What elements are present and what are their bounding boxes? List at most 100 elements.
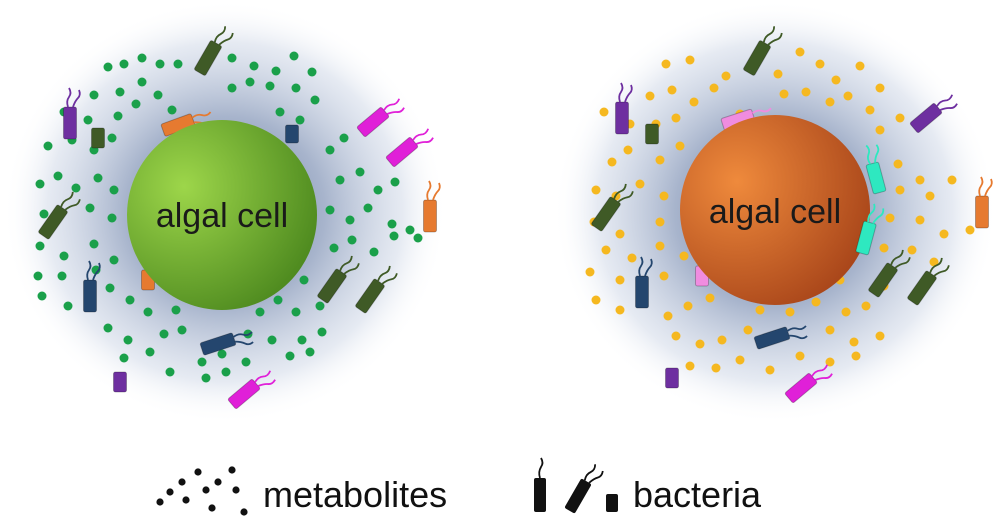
metabolite-dot xyxy=(339,133,349,143)
bacterium xyxy=(909,94,958,133)
metabolite-dot xyxy=(347,235,357,245)
right-bacteria-attached xyxy=(855,144,887,256)
bacterium xyxy=(615,82,633,135)
bacterium-icon-short xyxy=(606,494,618,512)
metabolite-dot xyxy=(661,59,671,69)
left-panel: algal cell xyxy=(3,0,447,424)
bacterium xyxy=(385,128,434,167)
bacterium xyxy=(591,183,634,232)
metabolite-dot xyxy=(271,66,281,76)
metabolite-dot xyxy=(947,175,957,185)
metabolite-dot xyxy=(735,355,745,365)
metabolite-dot xyxy=(275,107,285,117)
metabolite-dot xyxy=(91,265,101,275)
metabolite-dot xyxy=(585,267,595,277)
metabolite-dot xyxy=(895,113,905,123)
metabolite-dot xyxy=(363,203,373,213)
metabolite-dot xyxy=(779,89,789,99)
metabolite-dot xyxy=(369,247,379,257)
bacterium-icon-rod xyxy=(534,478,546,512)
metabolite-dot xyxy=(299,275,309,285)
metabolite-dot xyxy=(325,145,335,155)
metabolites-legend-label: metabolites xyxy=(263,474,447,515)
bacterium xyxy=(285,124,299,144)
metabolite-dot xyxy=(35,179,45,189)
metabolite-dot xyxy=(310,95,320,105)
metabolite-dot xyxy=(655,241,665,251)
metabolite-dot xyxy=(695,339,705,349)
metabolite-dot xyxy=(855,61,865,71)
metabolite-dot xyxy=(165,367,175,377)
bacterium xyxy=(317,255,360,304)
metabolite-dot xyxy=(939,229,949,239)
metabolite-dot xyxy=(601,245,611,255)
metabolite-dot xyxy=(907,245,917,255)
metabolite-dot xyxy=(689,97,699,107)
metabolite-dot xyxy=(89,239,99,249)
metabolite-dot xyxy=(801,87,811,97)
flagellum-icon xyxy=(538,457,544,479)
metabolite-dot xyxy=(39,209,49,219)
metabolite-dot xyxy=(879,243,889,253)
bacterium xyxy=(855,203,885,256)
metabolite-dot xyxy=(307,67,317,77)
metabolite-dot xyxy=(655,155,665,165)
metabolite-dot xyxy=(615,275,625,285)
metabolite-dot xyxy=(93,173,103,183)
metabolite-dot xyxy=(57,271,67,281)
metabolite-dot xyxy=(43,141,53,151)
metabolite-dot xyxy=(679,251,689,261)
right-algal-cell xyxy=(680,115,870,305)
metabolite-dot xyxy=(709,83,719,93)
metabolite-dot xyxy=(214,478,222,486)
metabolite-dot xyxy=(123,335,133,345)
metabolite-dot xyxy=(240,508,248,516)
metabolite-dot xyxy=(405,225,415,235)
metabolite-dot xyxy=(683,301,693,311)
metabolite-dot xyxy=(208,504,216,512)
metabolite-dot xyxy=(202,486,210,494)
bacterium xyxy=(743,26,783,76)
metabolite-dot xyxy=(591,185,601,195)
bacterium xyxy=(665,367,679,389)
metabolite-dot xyxy=(153,90,163,100)
metabolite-dot xyxy=(717,335,727,345)
metabolite-dot xyxy=(89,90,99,100)
bacterium xyxy=(784,364,833,403)
metabolite-dot xyxy=(315,301,325,311)
metabolite-dot xyxy=(659,271,669,281)
metabolite-dot xyxy=(178,478,186,486)
metabolite-dot xyxy=(390,177,400,187)
bacterium xyxy=(356,98,405,137)
bacterium xyxy=(63,87,81,140)
metabolite-dot xyxy=(755,305,765,315)
metabolite-dot xyxy=(389,231,399,241)
metabolite-dot xyxy=(241,357,251,367)
metabolite-dot xyxy=(285,351,295,361)
bacterium xyxy=(423,180,441,233)
metabolite-dot xyxy=(795,47,805,57)
bacterium xyxy=(645,123,659,145)
metabolite-dot xyxy=(59,251,69,261)
bacterium xyxy=(355,265,398,314)
metabolite-dot xyxy=(335,175,345,185)
metabolite-dot xyxy=(145,347,155,357)
metabolite-dot xyxy=(607,157,617,167)
left-algal-cell xyxy=(127,120,317,310)
metabolite-dot xyxy=(105,283,115,293)
metabolite-dot xyxy=(655,217,665,227)
metabolite-dot xyxy=(166,488,174,496)
metabolite-dot xyxy=(103,62,113,72)
metabolite-dot xyxy=(217,349,227,359)
metabolite-dot xyxy=(825,357,835,367)
metabolite-dot xyxy=(291,307,301,317)
metabolite-dot xyxy=(131,99,141,109)
metabolite-dot xyxy=(811,297,821,307)
right-panel: algal cell xyxy=(553,0,997,424)
metabolite-dot xyxy=(849,337,859,347)
metabolite-dot xyxy=(841,307,851,317)
metabolite-dot xyxy=(895,185,905,195)
metabolite-dot xyxy=(107,213,117,223)
metabolite-dot xyxy=(875,125,885,135)
metabolite-dot xyxy=(249,61,259,71)
